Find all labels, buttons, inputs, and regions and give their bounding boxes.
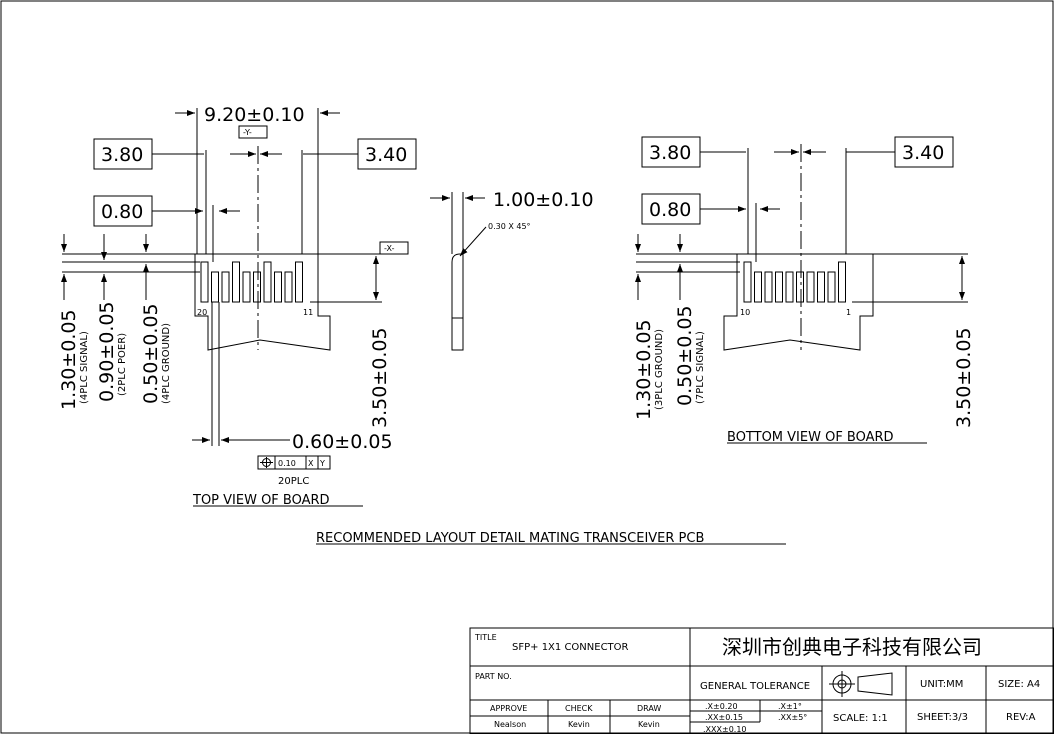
tol-frame-value: 0.10: [278, 459, 296, 468]
contact-pad: [284, 271, 293, 303]
contact-pad: [263, 261, 272, 303]
contact-pad: [274, 271, 282, 303]
title-block: [469, 627, 1054, 734]
draw-name: Kevin: [638, 720, 660, 729]
top-width-dim: 9.20±0.10: [204, 104, 305, 126]
datum-y-label: -Y-: [243, 128, 252, 137]
contact-pad: [200, 261, 209, 303]
tol-x: .X±0.20: [705, 702, 738, 711]
top-note-power: (2PLC POER): [117, 333, 128, 396]
projection-symbol-icon: [829, 671, 893, 697]
contact-pad: [242, 271, 251, 303]
bottom-note-signal: (7PLC SIGNAL): [695, 331, 706, 404]
position-tolerance-frame: [257, 455, 331, 470]
approve-label: APPROVE: [490, 704, 527, 713]
title-label: TITLE: [474, 633, 497, 642]
bottom-pin-last: 1: [846, 308, 851, 317]
datum-x-label: -X-: [384, 244, 395, 253]
top-view-text: 9.20±0.10 -Y- 3.80 3.40 0.80 -X- 20 11 1…: [58, 104, 407, 508]
contact-pad: [743, 261, 752, 303]
contact-pad: [827, 271, 836, 303]
bottom-dim-ground: 1.30±0.05: [633, 319, 655, 420]
bottom-dim-depth: 3.50±0.05: [953, 327, 975, 428]
check-label: CHECK: [565, 704, 593, 713]
top-note-signal: (4PLC SIGNAL): [79, 331, 90, 404]
contact-pad: [232, 261, 240, 303]
bottom-pin-first: 10: [740, 308, 750, 317]
side-dim-thickness: 1.00±0.10: [493, 189, 594, 211]
drawing-heading: RECOMMENDED LAYOUT DETAIL MATING TRANSCE…: [316, 531, 704, 546]
top-pin-first: 20: [197, 308, 207, 317]
bottom-dim-pitch: 0.80: [649, 199, 691, 221]
approve-name: Nealson: [494, 720, 526, 729]
top-dim-pitch: 0.80: [101, 201, 143, 223]
top-dim-pad: 0.60±0.05: [292, 431, 393, 453]
datum-y-box: [238, 125, 268, 139]
contact-pad: [838, 261, 846, 303]
contact-pad: [817, 271, 825, 303]
contact-pad: [775, 271, 783, 303]
top-board-outline: [194, 254, 331, 351]
top-dim-ground: 0.50±0.05: [140, 303, 162, 404]
top-dim-depth: 3.50±0.05: [369, 327, 391, 428]
top-note-ground: (4PLC GROUND): [161, 323, 172, 404]
datum-x-box: [379, 241, 409, 255]
tol-frame-ref1: X: [308, 459, 314, 468]
contact-pad: [221, 271, 230, 303]
side-chamfer-note: 0.30 X 45°: [488, 222, 531, 231]
sheet-label: SHEET:3/3: [917, 712, 968, 723]
size-label: SIZE: A4: [998, 679, 1040, 690]
company-name: 深圳市创典电子科技有限公司: [722, 635, 982, 659]
side-view: [430, 192, 487, 351]
contact-pad: [785, 271, 794, 303]
unit-label: UNIT:MM: [920, 679, 963, 690]
contact-pad: [764, 271, 773, 303]
bottom-dim-left: 3.80: [649, 142, 691, 164]
tol-xx: .XX±0.15: [705, 713, 743, 722]
top-dim-signal: 1.30±0.05: [58, 309, 80, 410]
part-no-label: PART NO.: [475, 672, 512, 681]
contact-pad: [796, 271, 804, 303]
bottom-view: [635, 136, 968, 444]
tol-frame-ref2: Y: [319, 459, 325, 468]
top-dim-right: 3.40: [365, 144, 407, 166]
contact-pad: [253, 271, 261, 303]
side-board-outline: [451, 253, 464, 351]
tol-ang2: .XX±5°: [778, 713, 807, 722]
scale-label: SCALE: 1:1: [833, 713, 888, 724]
bottom-dim-right: 3.40: [902, 142, 944, 164]
contact-pad: [295, 261, 303, 303]
top-pads: [200, 261, 303, 303]
check-name: Kevin: [568, 720, 590, 729]
bottom-pads: [743, 261, 846, 303]
tol-xxx: .XXX±0.10: [703, 725, 747, 734]
contact-pad: [211, 271, 219, 303]
bottom-view-text: 3.80 3.40 0.80 10 1 1.30±0.05 (3PLC GROU…: [633, 142, 975, 445]
top-dim-left: 3.80: [101, 144, 143, 166]
rev-label: REV:A: [1006, 712, 1036, 723]
top-pin-last: 11: [303, 308, 313, 317]
bottom-board-outline: [723, 254, 874, 351]
draw-label: DRAW: [637, 704, 661, 713]
contact-pad: [754, 271, 762, 303]
bottom-note-ground: (3PLC GROUND): [654, 329, 665, 410]
top-view-caption: TOP VIEW OF BOARD: [192, 493, 330, 508]
tol-count: 20PLC: [278, 476, 309, 487]
bottom-dim-signal: 0.50±0.05: [674, 305, 696, 406]
bottom-view-caption: BOTTOM VIEW OF BOARD: [727, 430, 894, 445]
contact-pad: [806, 271, 815, 303]
top-view: [61, 108, 417, 507]
general-tolerance-label: GENERAL TOLERANCE: [700, 681, 810, 692]
tol-ang1: .X±1°: [778, 702, 802, 711]
side-view-text: 1.00±0.10 0.30 X 45°: [488, 189, 594, 231]
title-value: SFP+ 1X1 CONNECTOR: [512, 642, 629, 653]
top-dim-power: 0.90±0.05: [96, 301, 118, 402]
title-block-text: TITLE SFP+ 1X1 CONNECTOR 深圳市创典电子科技有限公司 P…: [474, 633, 1040, 734]
